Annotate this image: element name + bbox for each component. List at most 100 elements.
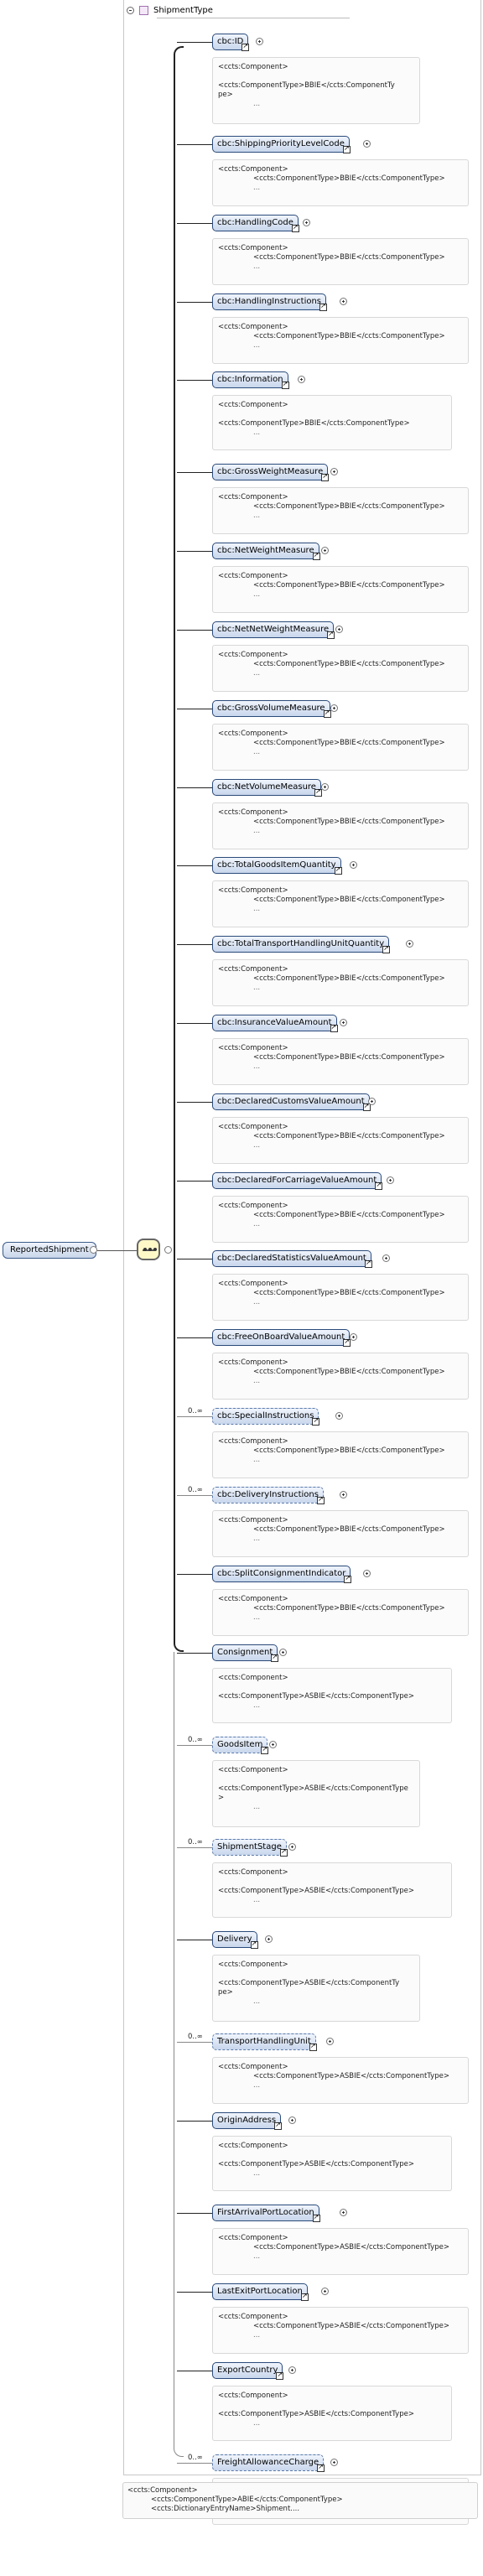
element-box[interactable]: cbc:SplitConsignmentIndicator bbox=[212, 1566, 352, 1583]
element-box[interactable]: cbc:DeclaredCustomsValueAmount bbox=[212, 1093, 371, 1111]
doc-ellipsis: ... bbox=[253, 1298, 261, 1306]
reference-arrow-icon bbox=[323, 708, 331, 718]
element-box[interactable]: cbc:HandlingInstructions bbox=[212, 293, 328, 311]
element-connector bbox=[177, 472, 212, 473]
reference-arrow-icon bbox=[242, 41, 250, 51]
element-box[interactable]: Consignment bbox=[212, 1644, 279, 1662]
element-box[interactable]: cbc:DeliveryInstructions bbox=[212, 1487, 325, 1504]
doc-line: <ccts:ComponentType>BBIE</ccts:Component… bbox=[253, 974, 445, 983]
element-name: cbc:SplitConsignmentIndicator bbox=[217, 1569, 346, 1578]
element-expand-icon[interactable] bbox=[330, 468, 338, 475]
element-box[interactable]: cbc:GrossWeightMeasure bbox=[212, 464, 330, 481]
doc-line: <ccts:ComponentType>BBIE</ccts:Component… bbox=[253, 174, 445, 183]
element-expand-icon[interactable] bbox=[298, 376, 305, 383]
element-box[interactable]: FirstArrivalPortLocation bbox=[212, 2205, 320, 2222]
element-expand-icon[interactable] bbox=[269, 1741, 277, 1748]
root-element[interactable]: ReportedShipment bbox=[3, 1242, 96, 1259]
element-expand-icon[interactable] bbox=[340, 2209, 347, 2216]
element-expand-icon[interactable] bbox=[387, 1176, 394, 1184]
doc-ellipsis: ... bbox=[253, 184, 261, 192]
element-box[interactable]: cbc:ID bbox=[212, 34, 250, 51]
element-documentation: <ccts:Component><ccts:ComponentType>BBIE… bbox=[212, 1353, 469, 1400]
element-box[interactable]: FreightAllowanceCharge bbox=[212, 2454, 325, 2472]
element-expand-icon[interactable] bbox=[321, 2288, 329, 2295]
element-expand-icon[interactable] bbox=[330, 2459, 338, 2466]
element-box[interactable]: cbc:TotalTransportHandlingUnitQuantity bbox=[212, 936, 391, 953]
element-expand-icon[interactable] bbox=[288, 1843, 296, 1851]
element-box[interactable]: GoodsItem bbox=[212, 1737, 269, 1754]
element-name: GoodsItem bbox=[217, 1740, 263, 1749]
root-connector bbox=[97, 1250, 139, 1251]
element-expand-icon[interactable] bbox=[321, 547, 329, 554]
element-expand-icon[interactable] bbox=[321, 783, 329, 791]
element-box[interactable]: cbc:InsuranceValueAmount bbox=[212, 1015, 338, 1032]
element-expand-icon[interactable] bbox=[288, 2116, 296, 2124]
element-name: cbc:DeliveryInstructions bbox=[217, 1490, 319, 1499]
element-expand-icon[interactable] bbox=[303, 219, 310, 226]
sequence-compositor-icon[interactable] bbox=[137, 1239, 160, 1260]
element-expand-icon[interactable] bbox=[335, 1412, 343, 1420]
element-box[interactable]: cbc:NetWeightMeasure bbox=[212, 543, 320, 560]
element-connector bbox=[177, 42, 212, 43]
element-box[interactable]: cbc:SpecialInstructions bbox=[212, 1408, 320, 1426]
element-connector bbox=[177, 223, 212, 224]
occurrence-label: 0..∞ bbox=[188, 1407, 203, 1415]
element-documentation: <ccts:Component><ccts:ComponentType>BBIE… bbox=[212, 959, 469, 1006]
element-box[interactable]: LastExitPortLocation bbox=[212, 2283, 309, 2301]
element-expand-icon[interactable] bbox=[340, 1019, 347, 1026]
element-box[interactable]: cbc:DeclaredForCarriageValueAmount bbox=[212, 1172, 383, 1190]
element-expand-icon[interactable] bbox=[340, 1491, 347, 1498]
element-box[interactable]: cbc:ShippingPriorityLevelCode bbox=[212, 136, 351, 153]
element-expand-icon[interactable] bbox=[363, 1570, 371, 1577]
element-expand-icon[interactable] bbox=[330, 704, 338, 712]
element-box[interactable]: cbc:NetNetWeightMeasure bbox=[212, 621, 335, 639]
doc-line: <ccts:ComponentType>ASBIE</ccts:Componen… bbox=[218, 1979, 400, 1987]
element-expand-icon[interactable] bbox=[406, 940, 413, 948]
type-frame bbox=[123, 0, 481, 2475]
doc-line: <ccts:ComponentType>BBIE</ccts:Component… bbox=[253, 1446, 445, 1455]
collapse-toggle-icon[interactable] bbox=[127, 6, 134, 14]
element-expand-icon[interactable] bbox=[279, 1649, 287, 1656]
element-name: FreightAllowanceCharge bbox=[217, 2458, 319, 2467]
doc-ellipsis: ... bbox=[253, 1701, 261, 1710]
root-expand-icon[interactable] bbox=[90, 1246, 97, 1254]
element-documentation: <ccts:Component><ccts:ComponentType>BBIE… bbox=[212, 724, 469, 771]
element-expand-icon[interactable] bbox=[382, 1254, 390, 1262]
occurrence-label: 0..∞ bbox=[188, 2033, 203, 2041]
element-box[interactable]: ShipmentStage bbox=[212, 1839, 288, 1857]
element-box[interactable]: cbc:HandlingCode bbox=[212, 215, 299, 232]
element-documentation: <ccts:Component><ccts:ComponentType>BBIE… bbox=[212, 487, 469, 534]
element-connector bbox=[177, 787, 212, 788]
doc-line: <ccts:Component> bbox=[218, 730, 288, 738]
element-expand-icon[interactable] bbox=[335, 626, 343, 633]
doc-line: <ccts:Component> bbox=[218, 2392, 288, 2400]
element-expand-icon[interactable] bbox=[340, 298, 347, 305]
element-name: cbc:ID bbox=[217, 37, 244, 46]
element-box[interactable]: TransportHandlingUnit bbox=[212, 2033, 317, 2051]
element-box[interactable]: OriginAddress bbox=[212, 2112, 283, 2130]
element-box[interactable]: cbc:TotalGoodsItemQuantity bbox=[212, 857, 342, 875]
element-box[interactable]: Delivery bbox=[212, 1931, 258, 1949]
element-expand-icon[interactable] bbox=[256, 38, 263, 45]
element-expand-icon[interactable] bbox=[265, 1935, 273, 1943]
reference-arrow-icon bbox=[330, 1022, 338, 1032]
element-box[interactable]: ExportCountry bbox=[212, 2362, 284, 2380]
element-box[interactable]: cbc:FreeOnBoardValueAmount bbox=[212, 1329, 351, 1347]
element-box[interactable]: cbc:GrossVolumeMeasure bbox=[212, 700, 331, 718]
element-expand-icon[interactable] bbox=[326, 2038, 334, 2045]
sequence-expand-icon[interactable] bbox=[164, 1246, 172, 1254]
element-box[interactable]: cbc:NetVolumeMeasure bbox=[212, 779, 322, 797]
element-expand-icon[interactable] bbox=[368, 1098, 376, 1105]
element-expand-icon[interactable] bbox=[350, 1333, 357, 1341]
element-connector bbox=[177, 380, 212, 381]
element-box[interactable]: cbc:DeclaredStatisticsValueAmount bbox=[212, 1250, 372, 1268]
element-expand-icon[interactable] bbox=[363, 140, 371, 148]
element-box[interactable]: cbc:Information bbox=[212, 371, 289, 389]
element-documentation: <ccts:Component><ccts:ComponentType>ASBI… bbox=[212, 2228, 469, 2275]
element-expand-icon[interactable] bbox=[350, 861, 357, 869]
element-connector bbox=[177, 2213, 212, 2214]
reference-arrow-icon bbox=[319, 301, 328, 311]
doc-line: <ccts:Component> bbox=[218, 1123, 288, 1131]
element-expand-icon[interactable] bbox=[288, 2366, 296, 2374]
element-documentation: <ccts:Component><ccts:ComponentType>ASBI… bbox=[212, 2136, 452, 2191]
